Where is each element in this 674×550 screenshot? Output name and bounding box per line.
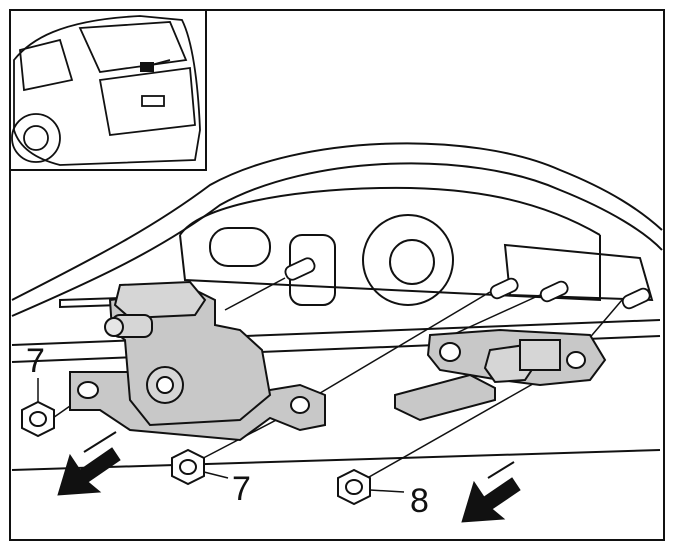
callout-label-nut-middle: 7: [232, 470, 251, 508]
callout-leaders: [37, 378, 405, 493]
direction-arrow-right: [461, 461, 521, 523]
callout-label-nut-right: 8: [410, 482, 429, 520]
nut-right: [337, 468, 371, 506]
stud-2: [489, 277, 519, 300]
stud-bolts: [284, 257, 651, 310]
car-rear-view-inset: [9, 9, 207, 171]
nut-middle: [171, 448, 205, 486]
stud-4: [621, 287, 651, 310]
stud-1: [284, 257, 316, 281]
callout-label-nut-left: 7: [26, 342, 45, 380]
latch-bracket-right: [394, 328, 607, 422]
actuator-bracket-left: [69, 280, 326, 442]
direction-arrow-left: [57, 431, 121, 496]
stud-3: [539, 280, 569, 303]
nut-left: [21, 400, 55, 438]
